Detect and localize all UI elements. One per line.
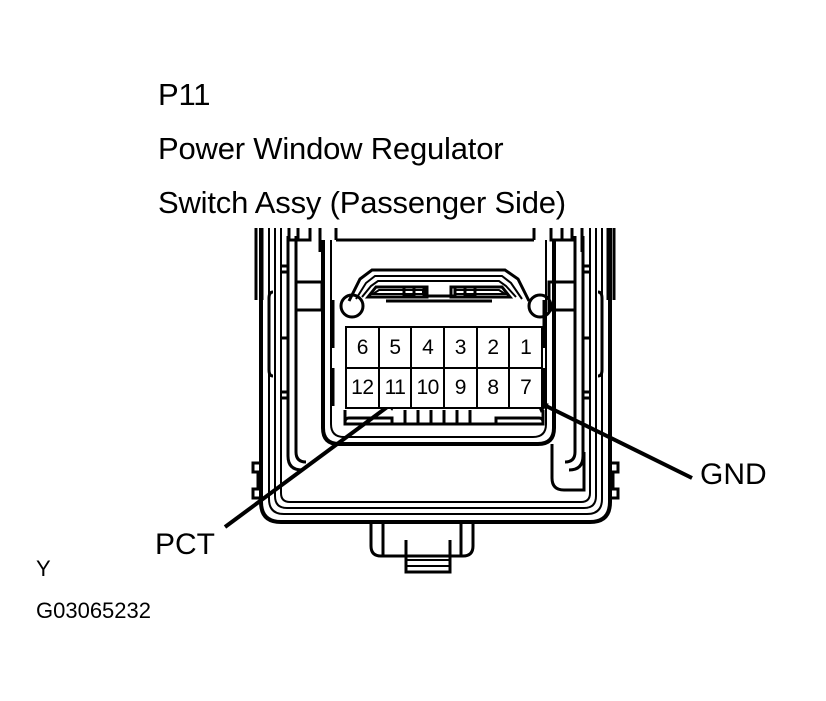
pin-cell-10: 10 — [412, 368, 446, 407]
pin-cell-2: 2 — [478, 328, 511, 367]
housing-left-tab — [294, 280, 324, 312]
title-line-component-2: Switch Assy (Passenger Side) — [158, 185, 566, 220]
comb-nub-right — [494, 416, 545, 426]
pin-cell-11: 11 — [380, 368, 413, 407]
wire-color-code: Y — [36, 556, 51, 581]
housing-right-ledges — [583, 264, 590, 400]
bottom-mounting-tab — [369, 522, 475, 574]
figure-id: G03065232 — [36, 598, 151, 623]
housing-left-ledges — [281, 264, 288, 400]
pin-cell-9: 9 — [445, 368, 478, 407]
alignment-hole-left — [339, 293, 365, 319]
switch-body-outline — [259, 228, 612, 524]
housing-left-notch — [251, 461, 261, 500]
pin-cell-4: 4 — [412, 328, 446, 367]
housing-right-slot — [597, 290, 604, 378]
pin-cell-5: 5 — [380, 328, 413, 367]
bezel-corner-block-right — [550, 444, 586, 492]
housing-left-slot — [267, 290, 274, 378]
callout-leaders — [223, 397, 693, 529]
title-line-component-1: Power Window Regulator — [158, 131, 504, 166]
connector-pin-grid: 6 5 4 3 2 1 12 11 10 9 8 7 — [345, 326, 543, 409]
comb-nub-left — [343, 416, 394, 426]
title-line-connector-id: P11 — [158, 77, 211, 112]
pin-row-bottom: 12 11 10 9 8 7 — [347, 368, 541, 407]
callout-label-gnd: GND — [700, 458, 767, 491]
pin-cell-8: 8 — [478, 368, 511, 407]
leader-line-gnd — [535, 399, 693, 480]
connector-latch-keyway — [347, 268, 531, 303]
callout-label-pct: PCT — [155, 528, 215, 561]
pin-cell-1: 1 — [520, 335, 532, 359]
housing-right-notch — [610, 461, 620, 500]
leader-line-pct — [223, 397, 400, 529]
alignment-hole-right — [527, 293, 553, 319]
top-cut-edges — [254, 228, 616, 300]
pin-cell-6: 6 — [347, 328, 380, 367]
pin-cell-3: 3 — [445, 328, 478, 367]
housing-right-tab — [547, 280, 577, 312]
pin-cell-12: 12 — [347, 368, 380, 407]
connector-bezel — [321, 240, 556, 446]
pin-row-top: 6 5 4 3 2 1 — [347, 328, 541, 369]
pin-cell-7: 7 — [520, 376, 532, 400]
diagram-title-block: P11 Power Window Regulator Switch Assy (… — [158, 68, 566, 230]
